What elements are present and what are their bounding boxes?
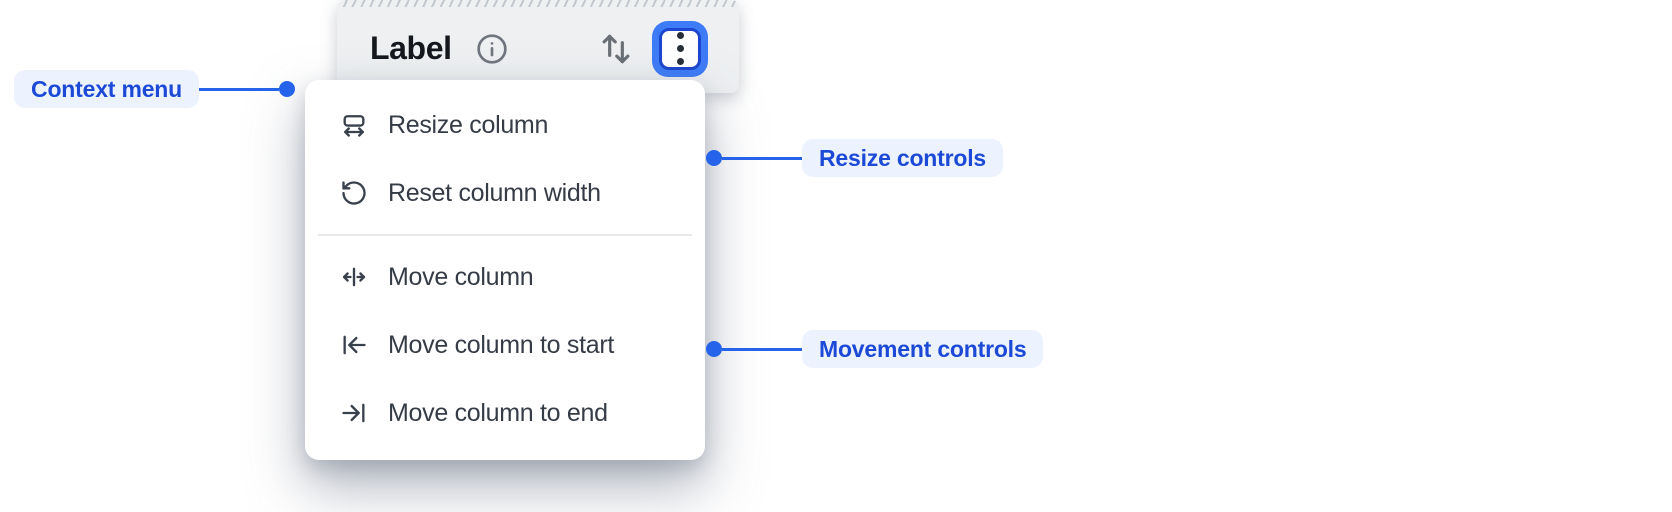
arrow-up-down-icon <box>602 34 630 63</box>
sort-button[interactable] <box>597 30 635 68</box>
menu-item-label: Move column to end <box>388 398 608 427</box>
annotation-pill: Context menu <box>14 70 199 108</box>
move-horizontal-icon <box>340 263 368 291</box>
kebab-dot <box>676 58 684 65</box>
move-to-end-icon <box>340 399 368 427</box>
menu-item-reset-column-width[interactable]: Reset column width <box>305 159 705 227</box>
column-header-label: Label <box>370 30 452 66</box>
annotation-pill: Movement controls <box>802 330 1044 368</box>
resize-column-icon <box>340 111 368 139</box>
annotation-pill: Resize controls <box>802 139 1003 177</box>
annotation-resize-controls: Resize controls <box>706 139 1003 177</box>
menu-item-move-column-to-end[interactable]: Move column to end <box>305 379 705 447</box>
info-icon[interactable] <box>476 33 508 65</box>
annotation-connector-dot <box>706 150 722 166</box>
menu-item-label: Resize column <box>388 110 549 139</box>
annotation-movement-controls: Movement controls <box>706 330 1044 368</box>
menu-item-label: Move column <box>388 262 534 291</box>
annotation-connector-dot <box>706 341 722 357</box>
annotation-context-menu: Context menu <box>14 70 295 108</box>
column-header: Label <box>337 0 739 93</box>
annotation-connector-line <box>722 347 802 351</box>
kebab-dot <box>676 45 684 52</box>
menu-item-move-column[interactable]: Move column <box>305 243 705 311</box>
menu-item-label: Move column to start <box>388 330 615 359</box>
column-menu-focus-ring <box>652 20 708 77</box>
menu-divider <box>318 234 692 236</box>
annotation-connector-line <box>722 156 802 160</box>
rotate-ccw-icon <box>340 179 368 207</box>
move-to-start-icon <box>340 331 368 359</box>
kebab-dot <box>676 32 684 39</box>
column-context-menu: Resize column Reset column width <box>305 80 705 460</box>
menu-item-resize-column[interactable]: Resize column <box>305 91 705 159</box>
annotation-connector-line <box>199 87 279 91</box>
menu-item-move-column-to-start[interactable]: Move column to start <box>305 311 705 379</box>
column-menu-button[interactable] <box>659 27 701 70</box>
menu-item-label: Reset column width <box>388 178 601 207</box>
annotation-connector-dot <box>279 81 295 97</box>
